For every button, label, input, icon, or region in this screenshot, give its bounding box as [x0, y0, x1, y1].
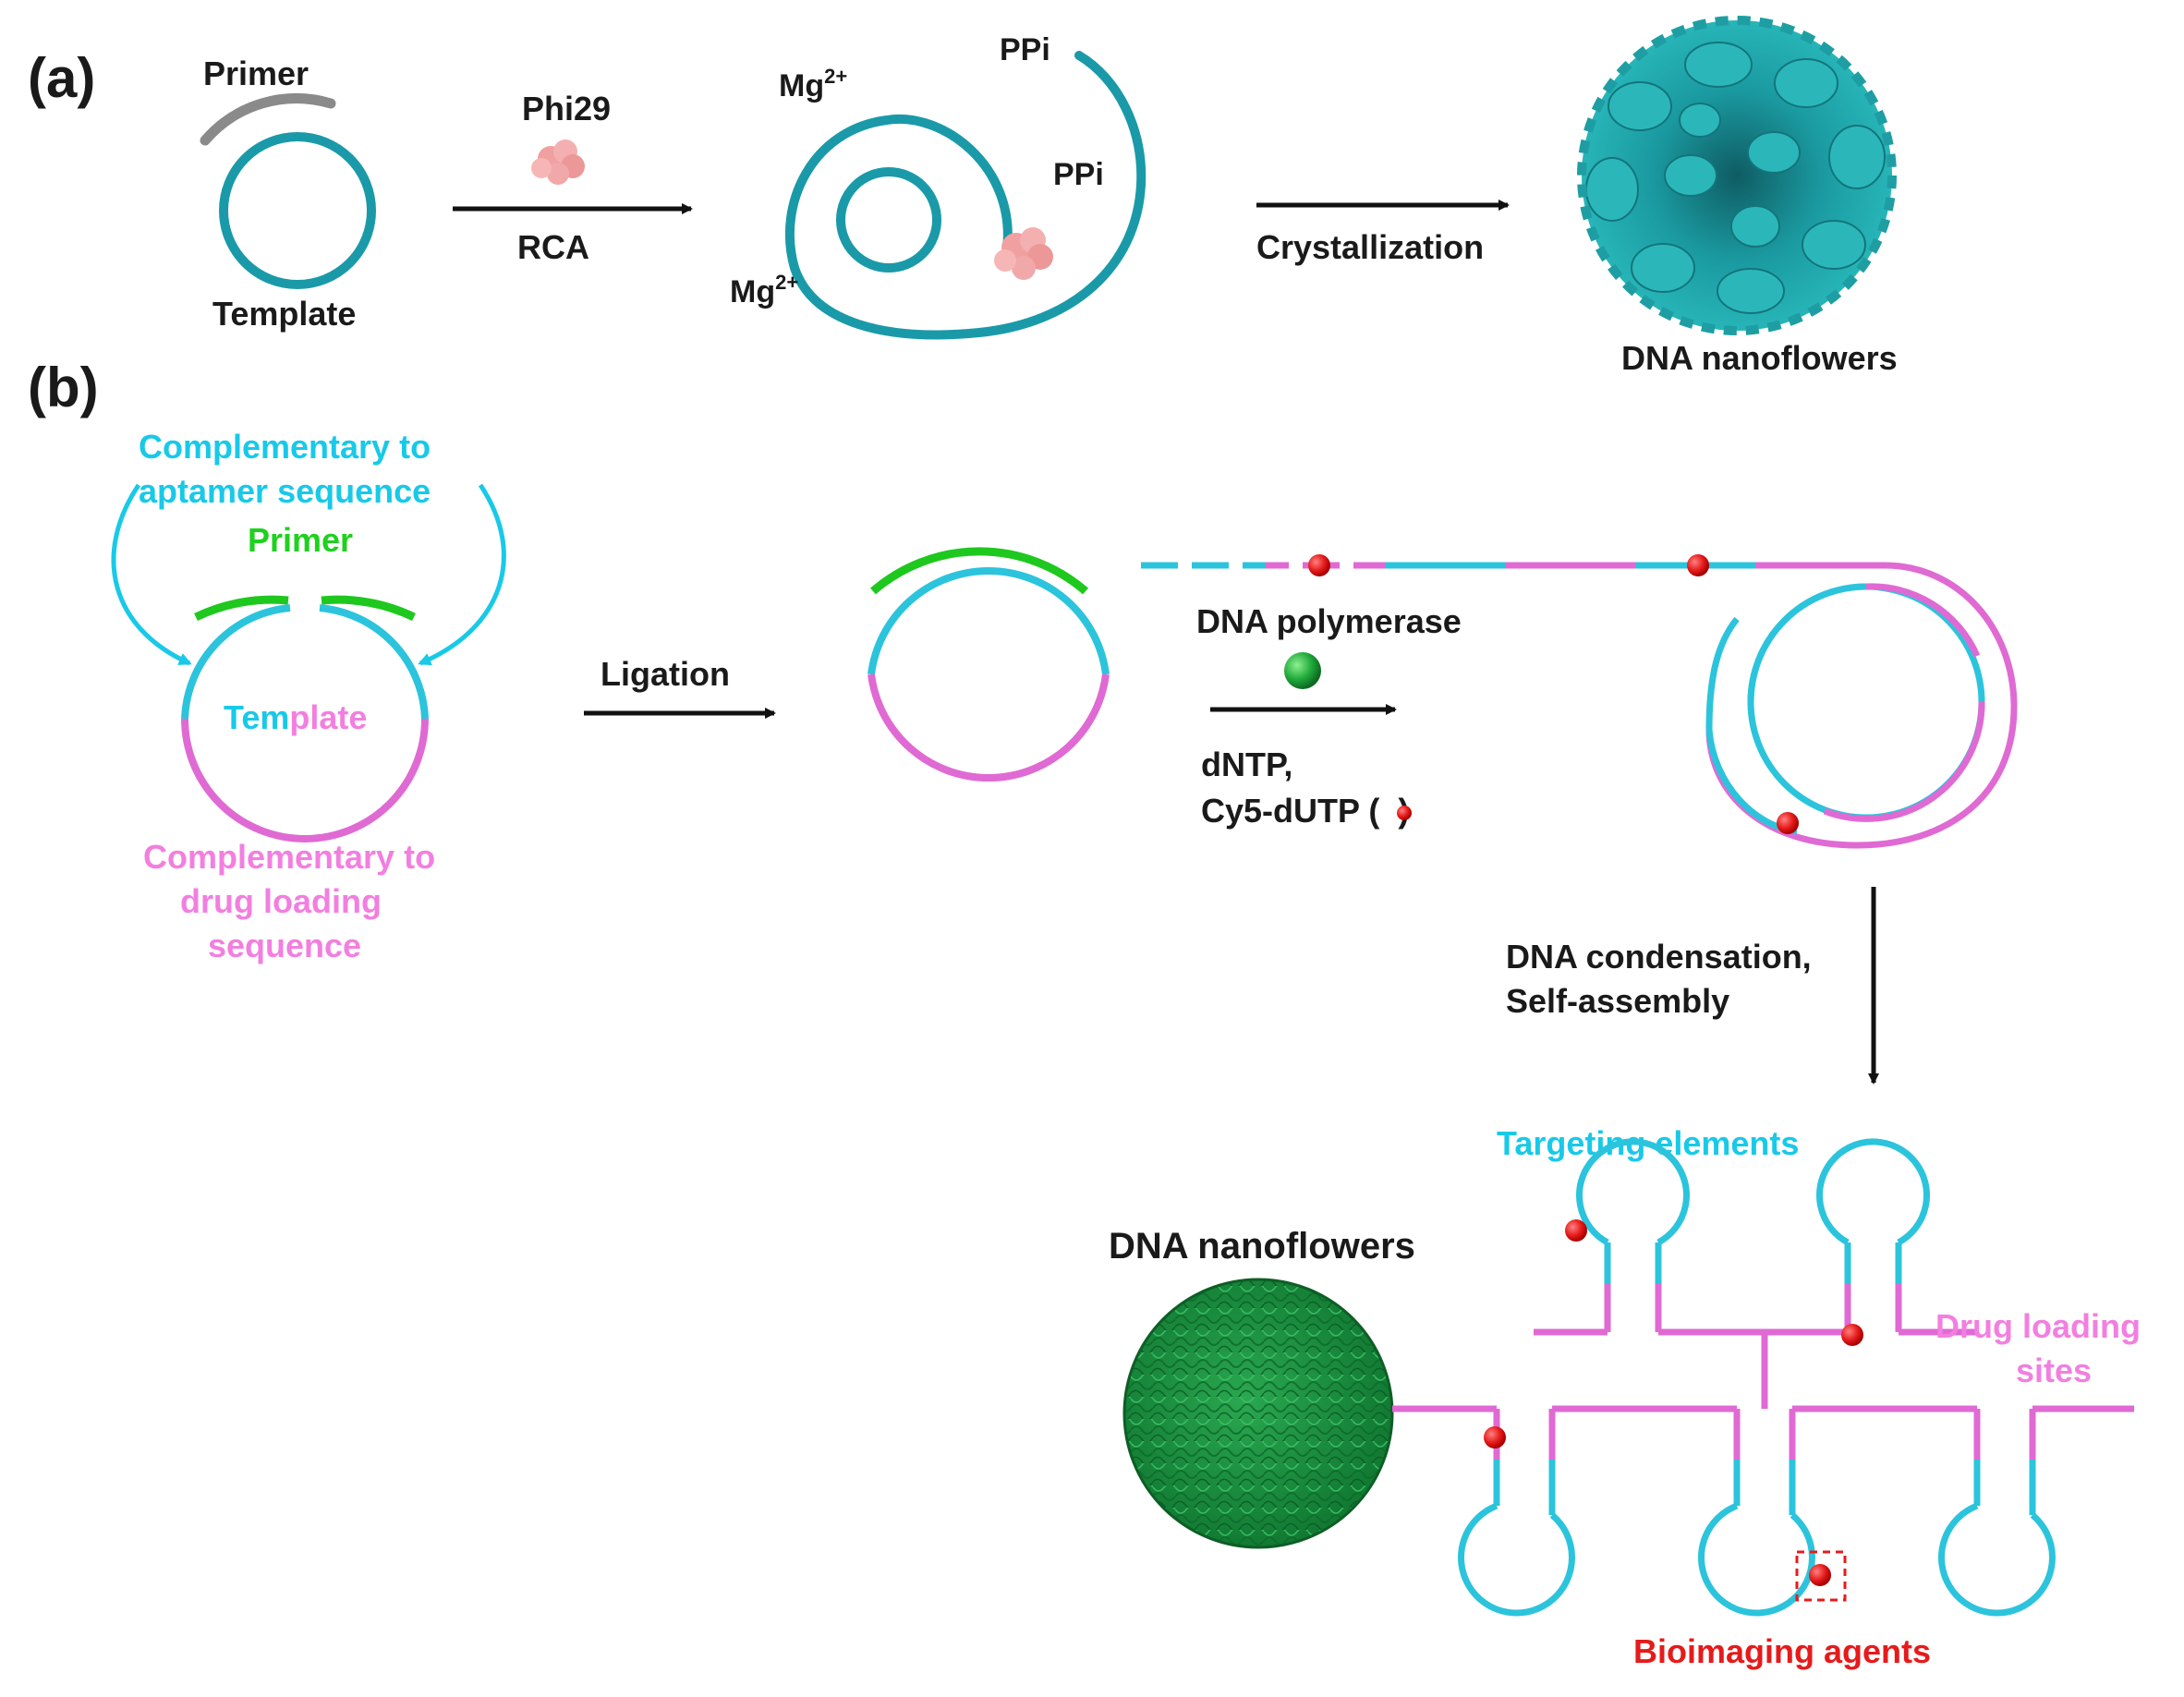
primer-a-label: Primer	[203, 55, 309, 92]
spiral-inner-pink-arc	[1865, 583, 1981, 658]
phi29-enzyme-icon	[531, 139, 585, 185]
spiral-inner-cyan-arc	[1747, 583, 1867, 703]
bioimaging-marker	[1809, 1564, 1831, 1586]
condensation-line1: DNA condensation,	[1506, 938, 1812, 976]
primer-b-left-arc	[194, 595, 289, 622]
hairpin-network	[1392, 1138, 2134, 1617]
spiral-marker	[1777, 812, 1799, 834]
cy5-marker-icon	[1397, 806, 1412, 820]
comp-aptamer-line1: Complementary to	[139, 428, 431, 466]
ppi-top-label: PPi	[1000, 32, 1050, 67]
spiral-inner-pink-arc-2	[1823, 701, 1985, 822]
rca-label: RCA	[517, 228, 589, 266]
template-a-label: Template	[212, 295, 356, 333]
panel-a-label: (a)	[28, 47, 95, 109]
primer-a-strand	[200, 93, 336, 146]
mg-top-label: Mg2+	[779, 65, 847, 103]
template-b-pink-bottom	[181, 718, 429, 842]
comp-aptamer-line2: aptamer sequence	[139, 472, 431, 510]
hairpin-marker-lower-rail	[1484, 1426, 1506, 1449]
polymerase-ball-icon	[1284, 652, 1321, 689]
template-b-cyan-right	[319, 604, 429, 720]
condensation-line2: Self-assembly	[1506, 982, 1729, 1020]
ligated-pink-bottom	[868, 673, 1110, 782]
ligation-label: Ligation	[601, 655, 730, 693]
panel-b-label: (b)	[28, 357, 99, 418]
spiral-outer-cyan	[1705, 616, 1740, 731]
primer-b-label: Primer	[248, 521, 353, 559]
ligated-cyan-top	[868, 566, 1110, 675]
primer-b-right-arc	[321, 595, 416, 622]
primer-ligated-arc	[870, 547, 1088, 595]
comp-drug-line2: drug loading	[180, 882, 382, 920]
ppi-mid-label: PPi	[1053, 157, 1104, 192]
comp-drug-line3: sequence	[208, 927, 361, 964]
phi29-label: Phi29	[522, 90, 611, 127]
rca-product-strand	[784, 51, 1147, 340]
hairpin-marker-upper-rail	[1841, 1324, 1863, 1346]
mg-bottom-label: Mg2+	[730, 271, 798, 309]
nanoflower-a-label: DNA nanoflowers	[1621, 339, 1898, 377]
cy5-label: Cy5-dUTP ()	[1201, 792, 1409, 830]
rca-inner-ring	[836, 167, 941, 273]
template-a-ring	[219, 132, 376, 289]
comp-drug-line1: Complementary to	[143, 838, 435, 876]
nanoflower-b-label: DNA nanoflowers	[1109, 1226, 1415, 1267]
bioimaging-highlight-box	[1795, 1550, 1847, 1602]
spiral-outer-pink	[1705, 562, 2018, 849]
drug-sites-line1: Drug loading	[1935, 1307, 2141, 1345]
nanoflower-b-image	[1122, 1278, 1394, 1549]
template-b-cyan-left	[181, 604, 291, 720]
hairpin-marker-top	[1565, 1219, 1587, 1242]
polymerase-label: DNA polymerase	[1196, 602, 1462, 640]
template-b-label: Template	[224, 698, 367, 736]
strand-marker-1	[1308, 554, 1330, 576]
aptamer-pointer-left	[111, 483, 192, 666]
aptamer-pointer-right	[418, 483, 506, 666]
strand-marker-2	[1687, 554, 1709, 576]
bioimaging-label: Bioimaging agents	[1633, 1632, 1931, 1670]
phi29-bound-enzyme-icon	[994, 227, 1053, 280]
dntp-label: dNTP,	[1201, 745, 1292, 783]
nanoflower-a-image	[1577, 16, 1897, 335]
drug-sites-line2: sites	[2016, 1352, 2092, 1389]
crystallization-label: Crystallization	[1256, 228, 1484, 266]
